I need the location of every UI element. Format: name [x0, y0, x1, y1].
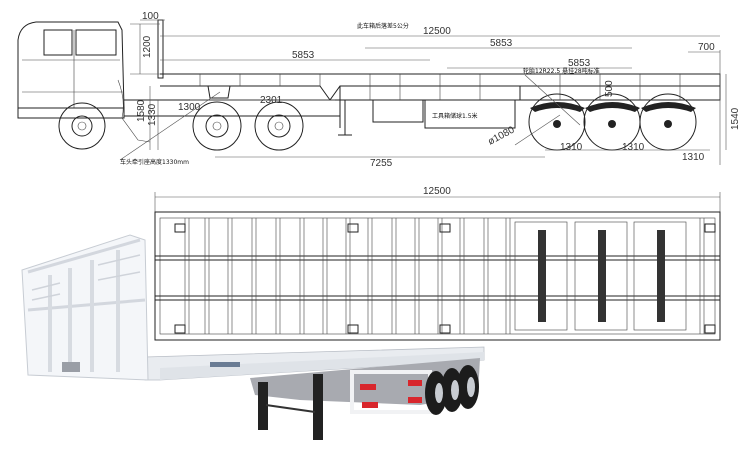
note-toolbox: 工具箱储球1.5米 [432, 112, 478, 120]
dim-1200: 1200 [142, 35, 153, 58]
top-view-crossmembers [184, 218, 705, 334]
trailer-axles [528, 93, 697, 151]
dim-1310-a: 1310 [560, 142, 583, 153]
dim-1310-c: 1310 [682, 152, 705, 163]
dim-500: 500 [604, 80, 615, 97]
dim-12500-top: 12500 [423, 186, 451, 197]
dim-1540: 1540 [730, 107, 741, 130]
dim-700: 700 [698, 42, 715, 53]
note-rear-drop: 此车箱后落差5公分 [357, 22, 409, 30]
dim-1330: 1330 [147, 103, 158, 126]
dim-12500-side: 12500 [423, 26, 451, 37]
dim-5853-right: 5853 [568, 58, 591, 69]
dim-1300: 1300 [178, 102, 201, 113]
dim-7255: 7255 [370, 158, 393, 169]
tractor-cab [17, 21, 340, 143]
dim-100: 100 [142, 11, 159, 22]
side-view: 100 1200 12500 5853 5853 5853 700 1580 1… [17, 11, 741, 169]
dim-1580: 1580 [136, 99, 147, 122]
dim-5853-left: 5853 [292, 50, 315, 61]
dim-5853-mid: 5853 [490, 38, 513, 49]
note-tire-suspension: 轮胎12R22.5 悬挂28吨标准 [523, 67, 600, 75]
note-fifth-wheel-height: 车头牵引座高度1330mm [120, 158, 189, 166]
top-view: 12500 [154, 186, 721, 341]
tractor-wheels [58, 101, 304, 151]
top-view-twistlocks [174, 223, 716, 334]
dim-2301: 2301 [260, 95, 283, 106]
side-dimension-lines [119, 19, 727, 165]
trailer-photo [21, 234, 485, 440]
top-view-axle-assemblies [514, 221, 687, 331]
dim-1310-b: 1310 [622, 142, 645, 153]
